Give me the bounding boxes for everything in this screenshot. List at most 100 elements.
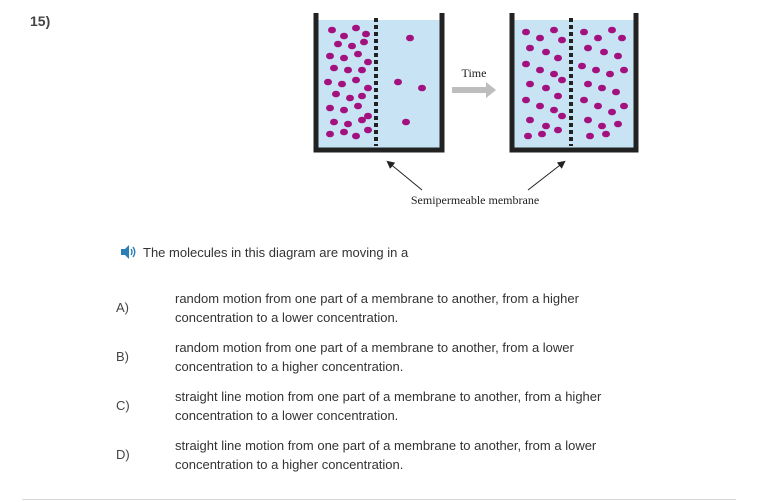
molecule-dot	[522, 28, 530, 36]
molecule-dot	[340, 128, 348, 136]
molecule-dot	[602, 130, 610, 138]
molecule-dot	[542, 48, 550, 56]
time-label: Time	[462, 66, 487, 80]
speaker-icon[interactable]	[120, 244, 138, 260]
choice-text-line: concentration to a lower concentration.	[175, 310, 399, 325]
molecule-dot	[600, 48, 608, 56]
molecule-dot	[550, 70, 558, 78]
beaker-wall-before	[313, 13, 445, 153]
molecule-dot	[536, 34, 544, 42]
molecule-dot	[330, 64, 338, 72]
molecule-dot	[620, 66, 628, 74]
molecule-dot	[554, 126, 562, 134]
molecule-dot	[586, 132, 594, 140]
beaker-after	[509, 13, 639, 153]
molecule-dot	[554, 92, 562, 100]
molecule-dot	[326, 52, 334, 60]
molecules-before	[324, 24, 426, 140]
molecule-dot	[526, 116, 534, 124]
molecule-dot	[354, 50, 362, 58]
choice-text-line: concentration to a lower concentration.	[175, 408, 399, 423]
membrane-pointer-left	[386, 160, 423, 191]
choice-d[interactable]: D) straight line motion from one part of…	[0, 436, 758, 478]
molecule-dot	[334, 40, 342, 48]
choice-b[interactable]: B) random motion from one part of a memb…	[0, 338, 758, 380]
diagram-canvas: Time Semipermeable membrane	[313, 13, 639, 207]
molecule-dot	[326, 130, 334, 138]
molecule-dot	[522, 60, 530, 68]
molecule-dot	[330, 118, 338, 126]
molecule-dot	[558, 76, 566, 84]
molecule-dot	[358, 116, 366, 124]
molecule-dot	[592, 66, 600, 74]
molecules-after	[522, 26, 628, 140]
molecule-dot	[524, 132, 532, 140]
molecule-dot	[538, 130, 546, 138]
water-before	[318, 20, 440, 148]
molecule-dot	[344, 120, 352, 128]
molecule-dot	[364, 126, 372, 134]
molecule-dot	[536, 66, 544, 74]
molecule-dot	[606, 70, 614, 78]
molecule-dot	[358, 66, 366, 74]
question-prompt-row: The molecules in this diagram are moving…	[120, 244, 408, 260]
molecule-dot	[340, 54, 348, 62]
choice-a[interactable]: A) random motion from one part of a memb…	[0, 289, 758, 331]
molecule-dot	[340, 106, 348, 114]
choice-text-line: straight line motion from one part of a …	[175, 389, 602, 404]
molecule-dot	[354, 102, 362, 110]
molecule-dot	[542, 84, 550, 92]
molecule-dot	[352, 132, 360, 140]
membrane-pointer-right	[527, 160, 566, 191]
choice-letter: C)	[116, 398, 130, 413]
choice-text-line: random motion from one part of a membran…	[175, 291, 579, 306]
molecule-dot	[344, 66, 352, 74]
choice-letter: A)	[116, 300, 129, 315]
molecule-dot	[394, 78, 402, 86]
molecule-dot	[328, 26, 336, 34]
choice-text-line: concentration to a higher concentration.	[175, 457, 404, 472]
beaker-wall-after	[509, 13, 639, 153]
molecule-dot	[362, 30, 370, 38]
molecule-dot	[608, 108, 616, 116]
molecule-dot	[594, 34, 602, 42]
molecule-dot	[332, 90, 340, 98]
molecule-dot	[614, 120, 622, 128]
choice-text: straight line motion from one part of a …	[175, 436, 645, 474]
molecule-dot	[558, 112, 566, 120]
molecule-dot	[348, 42, 356, 50]
choice-text-line: concentration to a higher concentration.	[175, 359, 404, 374]
osmosis-diagram: Time Semipermeable membrane	[300, 8, 650, 214]
molecule-dot	[340, 32, 348, 40]
membrane-label: Semipermeable membrane	[411, 193, 539, 207]
molecule-dot	[360, 38, 368, 46]
molecule-dot	[402, 118, 410, 126]
molecule-dot	[542, 122, 550, 130]
choice-text-line: straight line motion from one part of a …	[175, 438, 597, 453]
molecule-dot	[352, 76, 360, 84]
molecule-dot	[346, 94, 354, 102]
choice-c[interactable]: C) straight line motion from one part of…	[0, 387, 758, 429]
molecule-dot	[364, 58, 372, 66]
molecule-dot	[338, 80, 346, 88]
molecule-dot	[580, 28, 588, 36]
molecule-dot	[614, 52, 622, 60]
molecule-dot	[598, 122, 606, 130]
time-arrow	[452, 82, 496, 98]
molecule-dot	[324, 78, 332, 86]
molecule-dot	[584, 80, 592, 88]
molecule-dot	[612, 88, 620, 96]
choice-text-line: random motion from one part of a membran…	[175, 340, 574, 355]
molecule-dot	[594, 102, 602, 110]
molecule-dot	[364, 112, 372, 120]
molecule-dot	[578, 62, 586, 70]
molecule-dot	[418, 84, 426, 92]
molecule-dot	[554, 54, 562, 62]
molecule-dot	[598, 84, 606, 92]
molecule-dot	[406, 34, 414, 42]
molecule-dot	[352, 24, 360, 32]
divider	[22, 499, 736, 500]
question-number: 15)	[30, 13, 51, 29]
molecule-dot	[584, 44, 592, 52]
molecule-dot	[536, 102, 544, 110]
